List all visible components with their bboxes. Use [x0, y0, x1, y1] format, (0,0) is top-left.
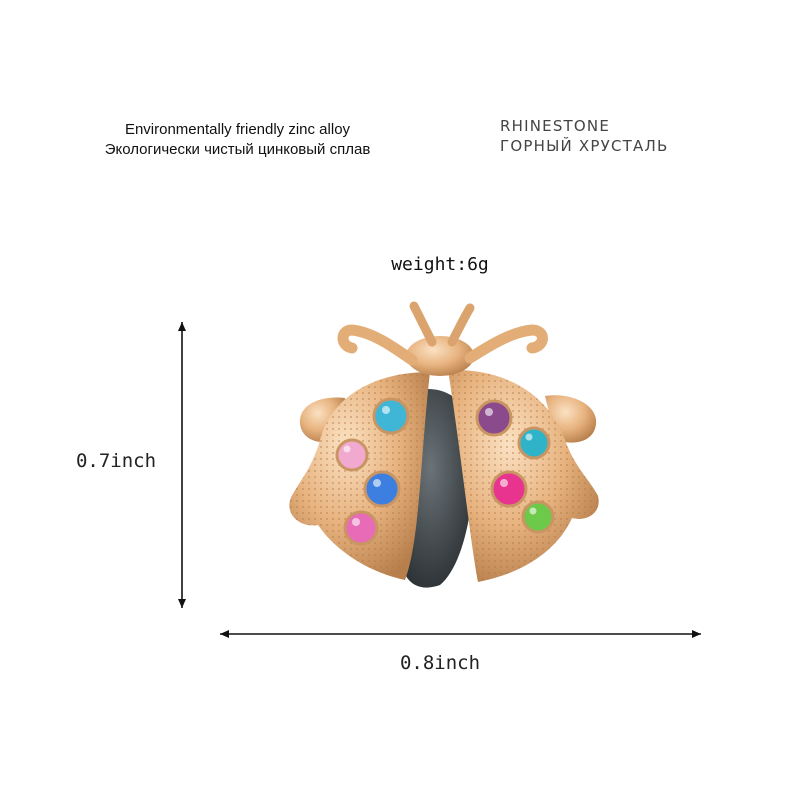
weight-label: weight:6g [391, 254, 489, 275]
height-label: 0.7inch [75, 450, 157, 472]
gem-pink [343, 510, 379, 546]
material-caption: Environmentally friendly zinc alloy Экол… [80, 120, 395, 160]
right-front-leg [464, 324, 548, 364]
right-antenna [447, 303, 475, 347]
stone-caption-ru: ГОРНЫЙ ХРУСТАЛЬ [500, 137, 669, 155]
rhinestones [335, 397, 555, 546]
left-antenna [409, 301, 437, 347]
gem-purple [475, 399, 513, 437]
gem-blue [363, 470, 401, 508]
material-caption-ru: Экологически чистый цинковый сплав [104, 141, 371, 158]
gem-teal [517, 426, 551, 460]
gem-light-pink [335, 438, 369, 472]
left-front-leg [337, 324, 418, 366]
stone-caption: RHINESTONE ГОРНЫЙ ХРУСТАЛЬ [500, 116, 668, 156]
material-caption-en: Environmentally friendly zinc alloy [124, 121, 351, 138]
gem-green [521, 500, 555, 534]
width-label: 0.8inch [399, 652, 481, 674]
gem-magenta [490, 470, 528, 508]
gem-cyan [372, 397, 410, 435]
head [406, 336, 474, 376]
stone-caption-en: RHINESTONE [500, 117, 611, 135]
